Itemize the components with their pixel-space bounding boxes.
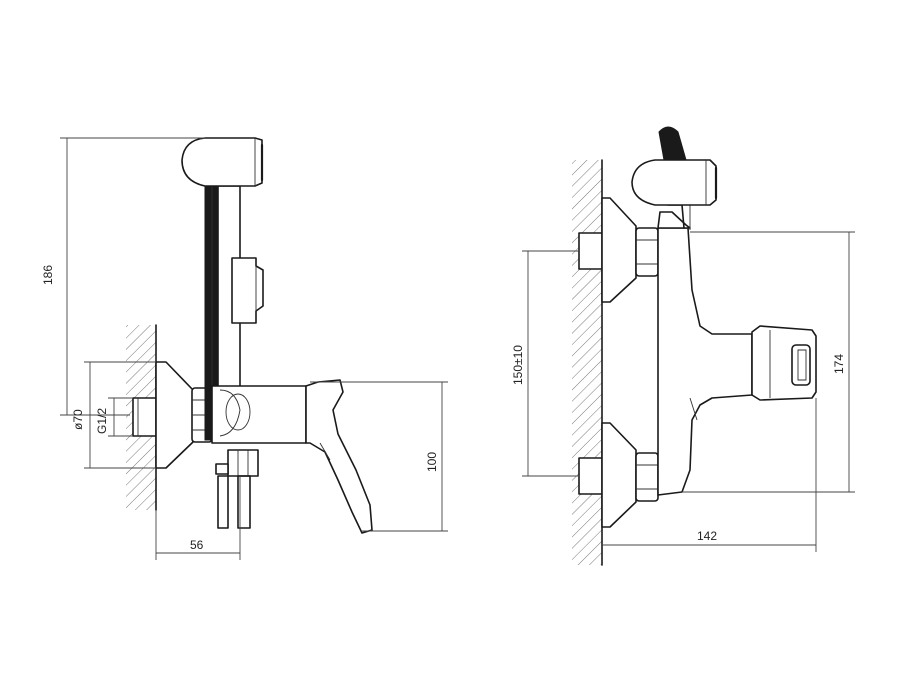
front-inlet-fitting [132, 397, 157, 437]
side-lower-inlet [578, 422, 659, 528]
front-view: 186 ø70 G1/2 56 100 [41, 137, 448, 560]
front-shower-bracket [231, 257, 264, 324]
dim-100: 100 [310, 381, 448, 532]
front-lever-handle [305, 379, 373, 534]
side-hand-shower-handle [658, 126, 687, 161]
dim-186: 186 [41, 137, 205, 416]
dim-56: 56 [155, 476, 241, 560]
side-shower-outlet [751, 325, 817, 401]
front-hose-connector [215, 449, 259, 477]
dim-100-label: 100 [425, 452, 439, 472]
side-hand-shower-head [631, 159, 718, 206]
dim-g12-label: G1/2 [95, 408, 109, 434]
front-hand-shower-head [181, 137, 264, 187]
dim-150: 150±10 [511, 250, 579, 477]
front-flexible-hose [217, 475, 251, 529]
dim-ø70: ø70 [71, 361, 156, 469]
dim-186-label: 186 [41, 265, 55, 285]
dim-174: 174 [682, 231, 855, 493]
side-upper-inlet [578, 197, 659, 303]
dim-ø70-label: ø70 [71, 409, 85, 430]
dim-174-label: 174 [832, 354, 846, 374]
dim-g12: G1/2 [95, 397, 133, 437]
front-flange [155, 361, 194, 469]
dim-56-label: 56 [190, 538, 204, 552]
dim-142: 142 [602, 398, 817, 552]
side-view: 150±10 174 142 [511, 126, 855, 566]
front-mixer-body [211, 385, 307, 444]
dim-142-label: 142 [697, 529, 717, 543]
side-wall [572, 159, 603, 566]
side-mixer-body [657, 227, 753, 496]
dim-150-label: 150±10 [511, 345, 525, 385]
